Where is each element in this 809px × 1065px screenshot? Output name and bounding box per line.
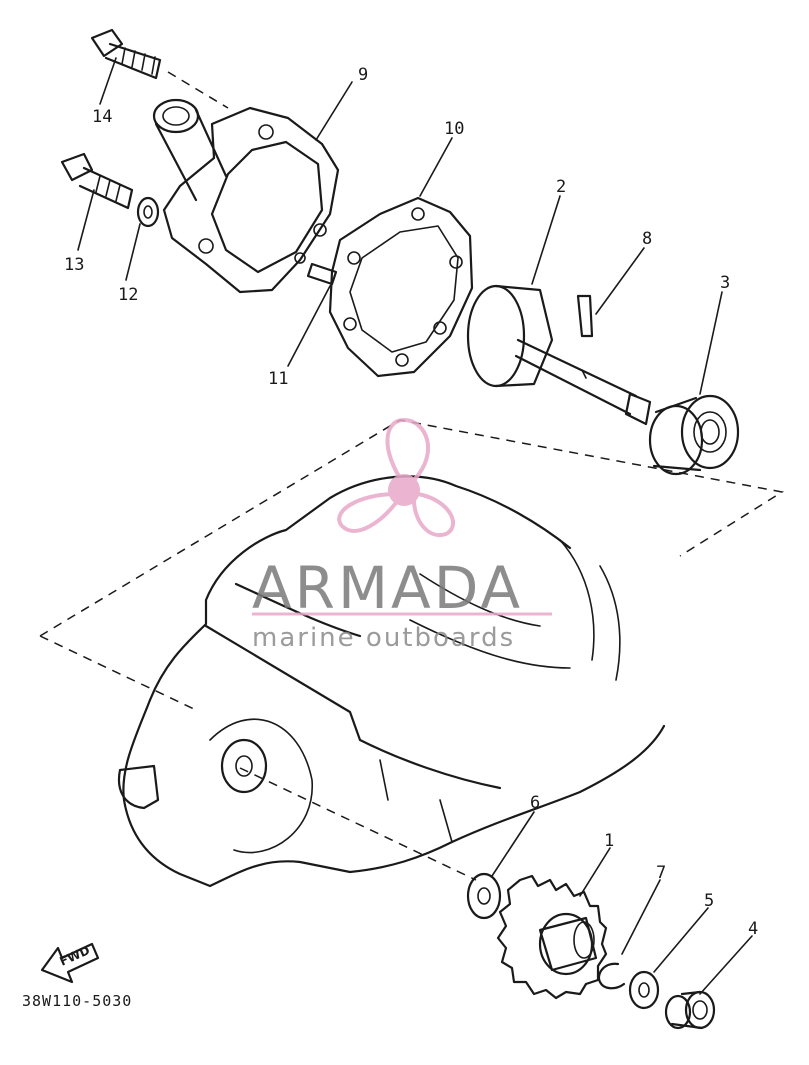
fwd-label: FWD: [58, 943, 92, 969]
callout-14: 14: [92, 107, 112, 127]
callout-3: 3: [720, 273, 730, 293]
washer-6: [466, 872, 502, 920]
watermark-brand: ARMADA: [252, 554, 523, 622]
callout-1: 1: [604, 831, 614, 851]
callout-10: 10: [444, 119, 464, 139]
propeller-logo-icon: [337, 417, 455, 538]
washer-5: [628, 970, 660, 1010]
callout-5: 5: [704, 891, 714, 911]
crankcase: [117, 475, 666, 888]
callout-2: 2: [556, 177, 566, 197]
impeller-shaft-2: [466, 284, 652, 426]
washer-12: [136, 196, 160, 228]
part-code: 38W110-5030: [22, 992, 132, 1010]
fwd-arrow-icon: FWD: [40, 942, 100, 984]
callout-8: 8: [642, 229, 652, 249]
callout-9: 9: [358, 65, 368, 85]
circlip-7: [597, 962, 626, 990]
callout-7: 7: [656, 863, 666, 883]
collar-4: [664, 990, 716, 1030]
callout-6: 6: [530, 793, 540, 813]
pump-housing-9: [152, 98, 340, 294]
bearing-3: [648, 394, 740, 476]
gear-1: [496, 874, 608, 1000]
callout-13: 13: [64, 255, 84, 275]
bolt-14: [90, 28, 229, 109]
gasket-10: [328, 196, 474, 378]
callout-12: 12: [118, 285, 138, 305]
leader-lines: [77, 57, 753, 995]
armada-watermark: ARMADA marine outboards: [252, 417, 552, 653]
watermark-tagline: marine outboards: [252, 623, 515, 653]
callout-11: 11: [268, 369, 288, 389]
assembly-envelope: [39, 419, 785, 711]
callout-4: 4: [748, 919, 758, 939]
pin-8: [576, 294, 594, 338]
callout-labels: 9 10 2 8 3 14 13 12 11 6 1 7 5 4: [64, 65, 758, 939]
bolt-13: [60, 152, 134, 210]
